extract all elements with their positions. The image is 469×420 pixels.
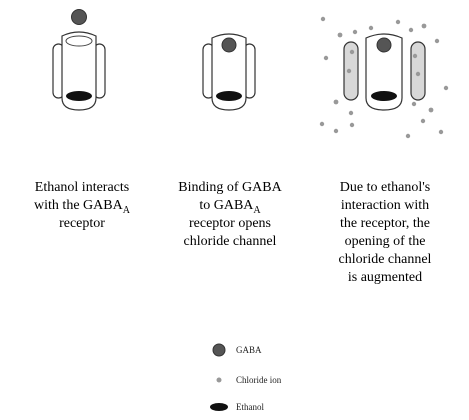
chloride-ion [408,27,414,33]
caption-panel-3: Due to ethanol's interaction with the re… [322,179,448,287]
chloride-ion [346,68,352,74]
ethanol-molecule [66,91,92,101]
caption-text: with the GABA [34,198,123,213]
ethanol-legend-icon [210,403,228,411]
caption-line: interaction with [340,198,430,213]
caption-line: to GABAA [170,197,290,215]
panel-1-receptor [52,9,106,111]
caption-subscript: A [253,204,261,216]
caption-line: receptor opens [188,216,272,231]
chloride-ion [320,16,326,22]
receptor-diagram [52,9,449,139]
caption-line: chloride channel [338,252,432,267]
caption-line: Due to ethanol's [339,180,431,195]
chloride-ion [333,128,339,134]
gaba-molecule-bound [376,37,392,53]
legend-label: Chloride ion [236,375,282,385]
receptor-subunit-right-shaded [410,41,426,101]
chloride-ion [438,129,444,135]
panel-3-receptor [319,16,449,139]
chloride-ion [352,29,358,35]
chloride-ion [428,107,434,113]
caption-line: chloride channel [183,234,277,249]
gaba-molecule [71,9,87,25]
receptor-channel-body [365,33,403,111]
gaba-legend-icon [212,343,226,357]
chloride-legend-icon [216,377,222,383]
chloride-ion [395,19,401,25]
chloride-ions [319,16,449,139]
caption-line: receptor [59,216,105,231]
caption-panel-1: Ethanol interacts with the GABAA recepto… [22,179,142,233]
gaba-molecule-bound [221,37,237,53]
caption-panel-2: Binding of GABA to GABAA receptor opens … [170,179,290,251]
chloride-ion [349,49,355,55]
ethanol-molecule [216,91,242,101]
caption-line: opening of the [344,234,426,249]
legend-item-gaba: GABA [210,343,262,357]
chloride-ion [412,53,418,59]
receptor-channel-body [61,31,97,111]
chloride-ion [323,55,329,61]
legend-item-chloride: Chloride ion [210,373,281,387]
receptor-channel-body [211,33,247,111]
chloride-ion [319,121,325,127]
caption-subscript: A [122,204,130,216]
panel-2-receptor [202,33,256,111]
chloride-ion [349,122,355,128]
legend-label: GABA [236,345,262,355]
chloride-ion [420,118,426,124]
legend-label: Ethanol [236,402,264,412]
caption-line: the receptor, the [339,216,430,231]
channel-opening [65,35,93,47]
caption-line: is augmented [347,270,423,285]
caption-line: Ethanol interacts [34,180,130,195]
legend-item-ethanol: Ethanol [210,400,264,414]
chloride-ion [368,25,374,31]
chloride-ion [415,71,421,77]
chloride-ion [337,32,343,38]
chloride-ion [348,110,354,116]
chloride-ion [405,133,411,139]
caption-line: Binding of GABA [178,180,282,195]
chloride-ion [333,99,339,105]
chloride-ion [434,38,440,44]
caption-line: with the GABAA [22,197,142,215]
ethanol-molecule [371,91,397,101]
chloride-ion [411,101,417,107]
chloride-ion [443,85,449,91]
chloride-ion [421,23,427,29]
caption-text: to GABA [199,198,254,213]
